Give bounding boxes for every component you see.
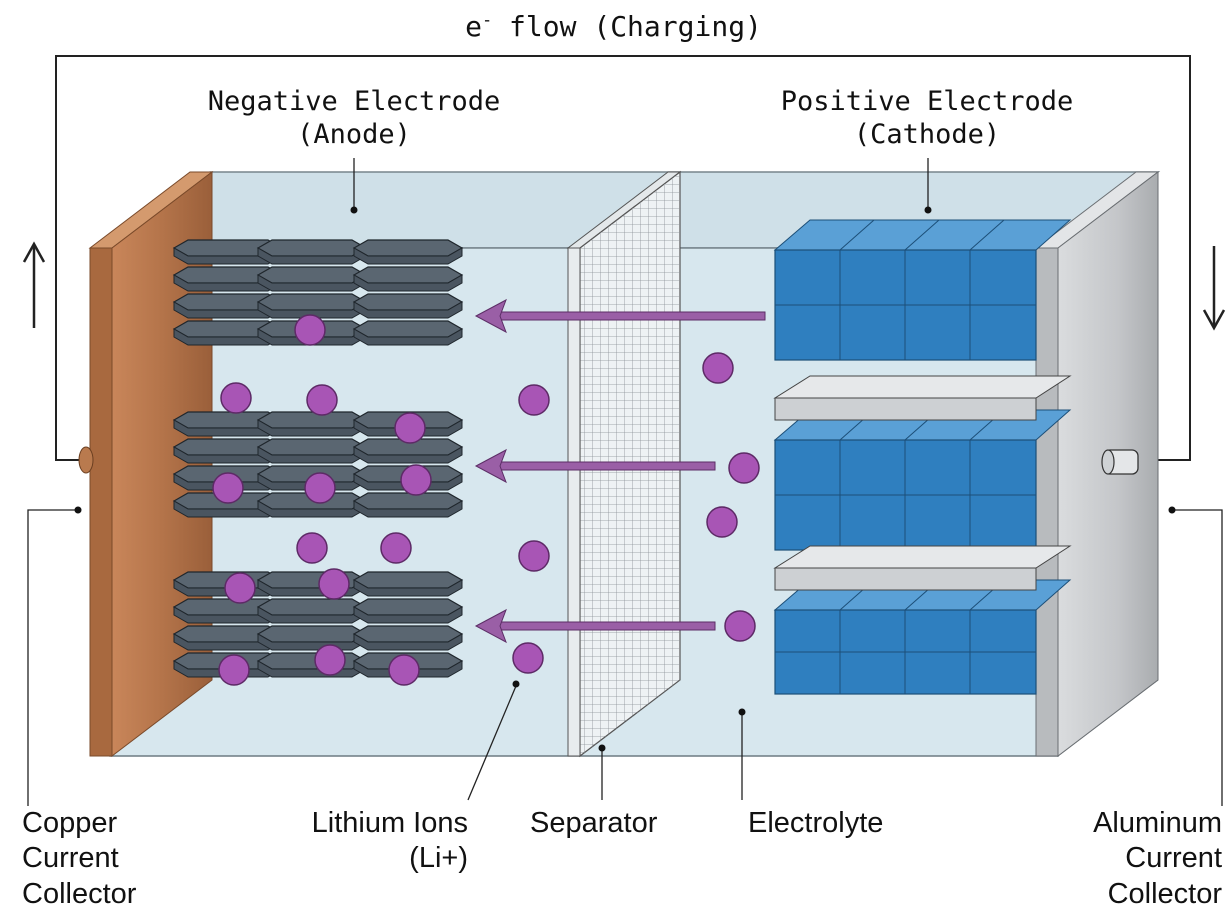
graphite-plate: [354, 493, 462, 509]
lithium-ion: [315, 645, 345, 675]
aluminum-label-line1: Aluminum: [1060, 806, 1222, 841]
graphite-plate: [258, 599, 366, 615]
lithium-ion: [381, 533, 411, 563]
cathode-spacer-top: [775, 376, 1070, 398]
graphite-plate: [354, 240, 462, 256]
copper-collector-label: Copper Current Collector: [22, 806, 136, 912]
copper-label-line1: Copper: [22, 806, 136, 841]
graphite-plate: [258, 572, 366, 588]
arrow-left-icon-shaft: [500, 622, 715, 630]
graphite-plate: [354, 626, 462, 642]
graphite-plate: [354, 321, 462, 337]
graphite-plate: [354, 267, 462, 283]
lithium-ion: [389, 655, 419, 685]
copper-label-line2: Current: [22, 841, 136, 876]
aluminum-label-line2: Current: [1060, 841, 1222, 876]
arrow-up-icon: [24, 244, 44, 328]
cathode-label: Positive Electrode (Cathode): [768, 86, 1086, 152]
lithium-ion: [319, 569, 349, 599]
graphite-plate: [354, 294, 462, 310]
lithium-ion: [305, 473, 335, 503]
lithium-ion: [295, 315, 325, 345]
lithium-ion: [307, 385, 337, 415]
graphite-plate: [258, 653, 366, 669]
anode-label-line1: Negative Electrode: [196, 86, 512, 119]
lithium-ion: [729, 453, 759, 483]
graphite-plate: [258, 240, 366, 256]
lithium-ions-label: Lithium Ions (Li+): [286, 806, 468, 877]
arrow-left-icon-shaft: [500, 462, 715, 470]
lithium-ion: [213, 473, 243, 503]
cathode-structure: [775, 220, 1070, 694]
arrow-left-icon-shaft: [500, 312, 765, 320]
lithium-ion: [513, 643, 543, 673]
charging-flow-title: e- flow (Charging): [0, 10, 1227, 43]
aluminum-current-collector: [1036, 172, 1158, 756]
electron-symbol: e: [465, 10, 482, 43]
lithium-ion: [219, 655, 249, 685]
lithium-ion: [297, 533, 327, 563]
electron-charge: -: [482, 11, 492, 31]
lithium-ion: [707, 507, 737, 537]
cathode-label-line2: (Cathode): [768, 119, 1086, 152]
lithium-ion: [401, 465, 431, 495]
lithium-ion: [225, 573, 255, 603]
aluminum-label-line3: Collector: [1060, 877, 1222, 912]
lithium-ion: [519, 385, 549, 415]
flow-label: flow (Charging): [492, 10, 762, 43]
arrow-down-icon: [1204, 246, 1224, 328]
cathode-spacer: [775, 398, 1036, 420]
graphite-anode: [174, 240, 462, 677]
graphite-plate: [258, 626, 366, 642]
anode-label-line2: (Anode): [196, 119, 512, 152]
graphite-plate: [258, 294, 366, 310]
lithium-label-line2: (Li+): [286, 841, 468, 876]
lithium-ion: [519, 541, 549, 571]
cathode-spacer: [775, 568, 1036, 590]
lithium-ion: [221, 383, 251, 413]
graphite-plate: [258, 439, 366, 455]
graphite-plate: [258, 267, 366, 283]
lithium-ion: [703, 353, 733, 383]
separator-label: Separator: [530, 806, 657, 841]
copper-label-line3: Collector: [22, 877, 136, 912]
electrolyte-label: Electrolyte: [748, 806, 883, 841]
graphite-plate: [258, 412, 366, 428]
cathode-label-line1: Positive Electrode: [768, 86, 1086, 119]
lithium-ion: [395, 413, 425, 443]
lithium-label-line1: Lithium Ions: [286, 806, 468, 841]
aluminum-collector-label: Aluminum Current Collector: [1060, 806, 1222, 912]
lithium-ion: [725, 611, 755, 641]
graphite-plate: [354, 599, 462, 615]
anode-label: Negative Electrode (Anode): [196, 86, 512, 152]
cathode-spacer-top: [775, 546, 1070, 568]
graphite-plate: [354, 572, 462, 588]
